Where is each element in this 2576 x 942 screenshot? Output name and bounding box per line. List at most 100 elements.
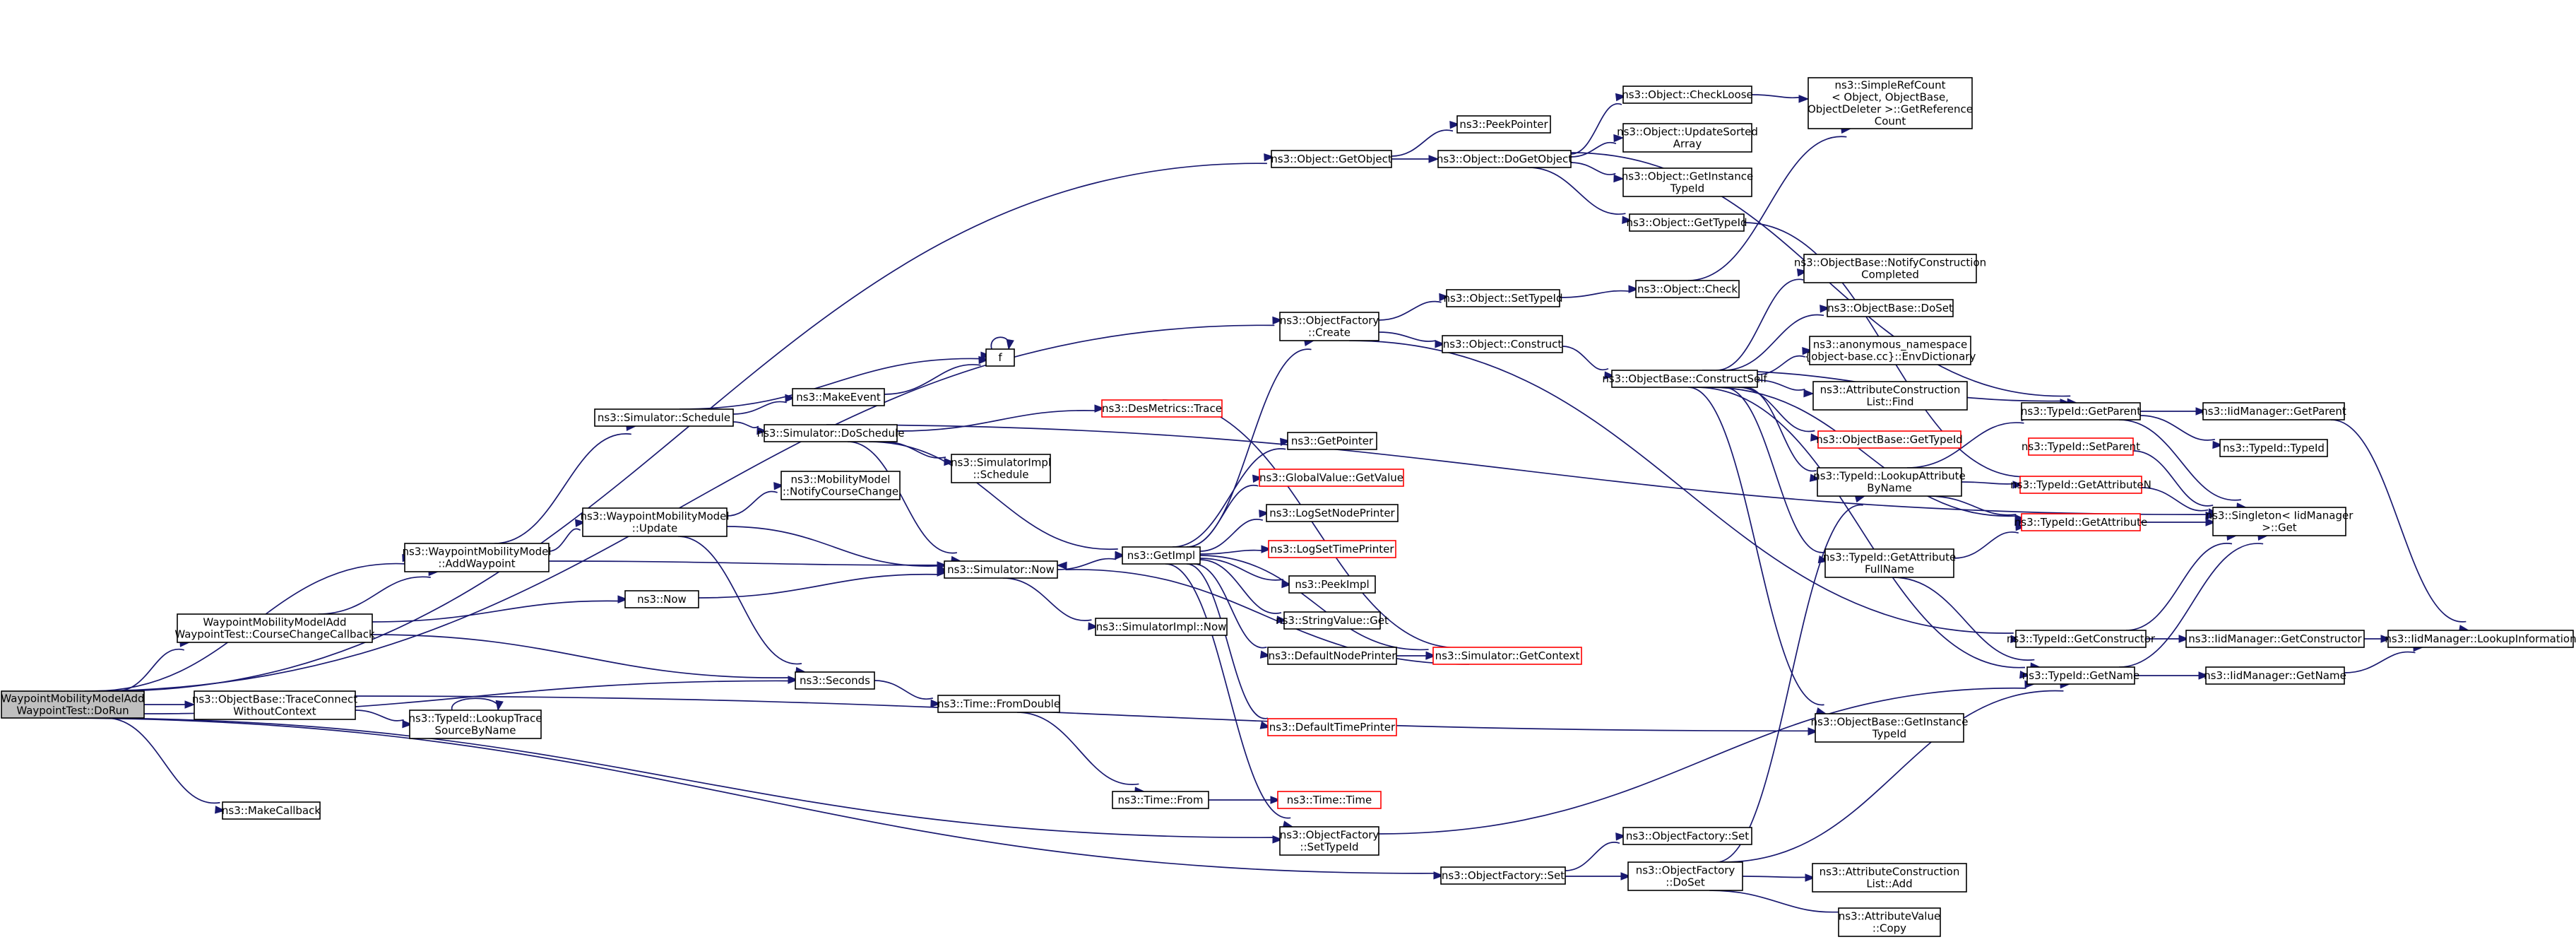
edge-n46-n47 <box>1396 652 1437 660</box>
function-node[interactable]: ns3::Time::Time <box>1277 791 1382 809</box>
node-label: ::AddWaypoint <box>438 558 515 570</box>
function-node[interactable]: ns3::MakeCallback <box>222 801 321 820</box>
function-node[interactable]: ns3::IidManager::GetName <box>2204 666 2346 685</box>
node-box <box>1824 548 1954 578</box>
function-node[interactable]: ns3::MobilityModel::NotifyCourseChange <box>780 471 901 500</box>
function-node[interactable]: ns3::GlobalValue::GetValue <box>1259 469 1404 487</box>
function-node[interactable]: ns3::PeekPointer <box>1456 115 1551 134</box>
function-node[interactable]: f <box>985 348 1015 367</box>
function-node[interactable]: ns3::Object::Check <box>1635 280 1740 298</box>
edge-arrowhead <box>937 561 948 570</box>
function-node[interactable]: ns3::TypeId::TypeId <box>2219 439 2328 457</box>
function-node[interactable]: ns3::IidManager::LookupInformation <box>2385 630 2576 648</box>
edge-line <box>1961 481 2014 485</box>
function-node[interactable]: ns3::DefaultNodePrinter <box>1267 647 1397 665</box>
edge-line <box>1002 577 1092 622</box>
edge-line <box>372 600 619 623</box>
function-node[interactable]: ns3::GetPointer <box>1287 432 1377 450</box>
function-node[interactable]: ns3::SimulatorImpl::Now <box>1095 618 1228 636</box>
function-node[interactable]: ns3::TypeId::GetAttributeN <box>2010 476 2151 494</box>
function-node[interactable]: ns3::TypeId::GetName <box>2022 666 2139 685</box>
edge-n55-n56 <box>372 595 629 623</box>
function-node[interactable]: ns3::Object::Construct <box>1442 335 1563 353</box>
node-box <box>795 671 875 690</box>
function-node[interactable]: ns3::Time::From <box>1112 791 1209 809</box>
function-node[interactable]: ns3::WaypointMobilityModel::AddWaypoint <box>402 543 552 572</box>
edge-n53-n52 <box>726 482 785 517</box>
function-node[interactable]: ns3::ObjectFactory::Set <box>1622 827 1752 845</box>
function-node[interactable]: WaypointMobilityModelAddWaypointTest::Co… <box>174 613 375 643</box>
function-node[interactable]: ns3::DefaultTimePrinter <box>1267 718 1397 736</box>
function-node[interactable]: ns3::Object::DoGetObject <box>1437 150 1572 168</box>
function-node[interactable]: ns3::ObjectFactory::DoSet <box>1627 861 1743 891</box>
function-node[interactable]: ns3::Singleton< IidManager>::Get <box>2206 507 2354 536</box>
function-node[interactable]: ns3::LogSetNodePrinter <box>1266 504 1399 522</box>
function-node[interactable]: ns3::Simulator::DoSchedule <box>757 424 905 442</box>
function-node[interactable]: ns3::Object::CheckLoose <box>1622 86 1753 104</box>
function-node[interactable]: ns3::TypeId::SetParent <box>2022 437 2140 456</box>
function-node[interactable]: ns3::SimulatorImpl::Schedule <box>951 454 1051 483</box>
function-node[interactable]: ns3::ObjectFactory::Create <box>1279 312 1379 341</box>
function-node[interactable]: ns3::ObjectBase::DoSet <box>1827 299 1954 317</box>
function-node[interactable]: ns3::Object::SetTypeId <box>1444 289 1563 307</box>
function-node[interactable]: ns3::WaypointMobilityModel::Update <box>580 507 730 537</box>
edge-line <box>116 648 184 692</box>
edge-line <box>679 358 982 410</box>
node-label: ns3::Time::Time <box>1287 794 1372 806</box>
node-label: ns3::MobilityModel <box>791 473 891 486</box>
edge-n49-n45 <box>1199 559 1288 624</box>
function-node[interactable]: ns3::Simulator::Now <box>944 560 1058 579</box>
node-label: ns3::IidManager::GetName <box>2204 669 2346 682</box>
edge-n58-n59 <box>1016 712 1146 795</box>
function-node[interactable]: ns3::TypeId::GetConstructor <box>2007 630 2156 648</box>
function-node[interactable]: ns3::LogSetTimePrinter <box>1268 540 1396 558</box>
function-node[interactable]: ns3::MakeEvent <box>792 388 885 406</box>
node-label: ns3::ObjectBase::DoSet <box>1827 302 1953 314</box>
function-node[interactable]: ns3::IidManager::GetParent <box>2201 402 2346 420</box>
function-node[interactable]: ns3::ObjectBase::NotifyConstructionCompl… <box>1794 254 1986 283</box>
node-box <box>1817 467 1962 497</box>
function-node[interactable]: ns3::GetImpl <box>1122 546 1201 565</box>
edge-n13-n17 <box>1757 379 1815 398</box>
node-label: ns3::Object::SetTypeId <box>1444 292 1563 305</box>
function-node[interactable]: ns3::Time::FromDouble <box>937 695 1060 713</box>
edge-arrowhead <box>1264 153 1275 162</box>
function-node[interactable]: ns3::AttributeValue::Copy <box>1838 907 1941 937</box>
edge-n3-n8 <box>1528 167 1633 224</box>
function-node[interactable]: ns3::Seconds <box>795 671 875 690</box>
edge-arrowhead <box>215 806 226 814</box>
function-node[interactable]: ns3::ObjectBase::ConstructSelf <box>1602 370 1767 388</box>
edge-n9-n12 <box>1378 331 1446 348</box>
function-node[interactable]: ns3::Simulator::Schedule <box>594 408 734 427</box>
node-box <box>937 695 1060 713</box>
function-node[interactable]: ns3::Simulator::GetContext <box>1432 647 1582 665</box>
function-node[interactable]: ns3::TypeId::GetParent <box>2021 402 2141 420</box>
edge-n35-n34 <box>884 355 990 395</box>
function-node[interactable]: ns3::ObjectBase::TraceConnectWithoutCont… <box>192 690 357 720</box>
edge-line <box>726 490 778 517</box>
function-node[interactable]: ns3::Now <box>624 590 699 608</box>
edge-arrowhead <box>756 426 768 435</box>
function-node[interactable]: ns3::TypeId::GetAttribute <box>2014 513 2147 531</box>
function-node[interactable]: ns3::anonymous_namespace{object-base.cc}… <box>1805 336 1976 365</box>
function-node[interactable]: ns3::Object::GetTypeId <box>1626 213 1747 232</box>
function-node[interactable]: ns3::ObjectBase::GetTypeId <box>1816 430 1963 449</box>
function-node[interactable]: ns3::DesMetrics::Trace <box>1101 399 1223 418</box>
edges-layer <box>49 93 2470 919</box>
function-node[interactable]: ns3::IidManager::GetConstructor <box>2185 630 2365 648</box>
function-node[interactable]: ns3::PeekImpl <box>1288 575 1376 594</box>
function-node[interactable]: ns3::ObjectFactory::SetTypeId <box>1279 826 1379 856</box>
function-node[interactable]: ns3::SimpleRefCount< Object, ObjectBase,… <box>1808 77 1973 129</box>
function-node[interactable]: ns3::ObjectFactory::Set <box>1440 866 1566 885</box>
edge-line <box>1737 387 1815 432</box>
function-node[interactable]: ns3::Object::GetObject <box>1271 150 1392 168</box>
function-node[interactable]: ns3::StringValue::Get <box>1276 611 1389 630</box>
